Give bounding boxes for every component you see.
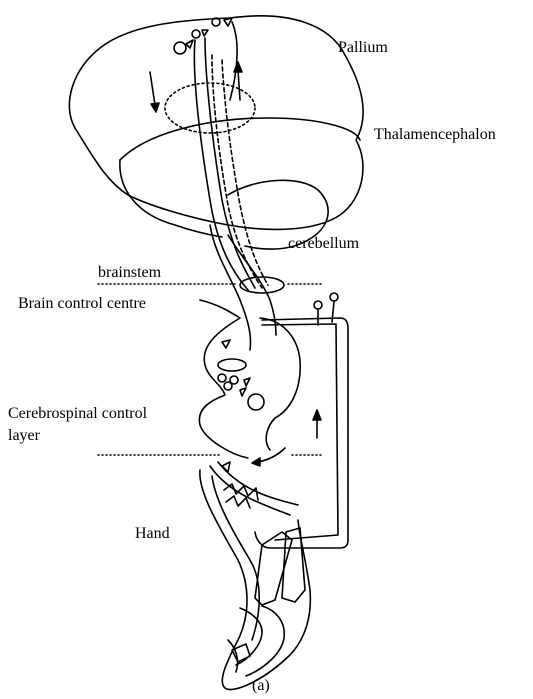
label-thalamencephalon: Thalamencephalon bbox=[374, 125, 496, 144]
descending-arrow-head bbox=[151, 103, 159, 112]
receptor-1 bbox=[314, 301, 322, 309]
ascending-arrow-head bbox=[234, 62, 242, 72]
label-cerebrospinal-line2: layer bbox=[8, 426, 40, 445]
motor-neuron-large bbox=[248, 394, 264, 410]
cortical-terminal-2 bbox=[202, 30, 208, 36]
figure-caption: (a) bbox=[252, 676, 270, 695]
descending-arrow bbox=[150, 72, 155, 105]
receptor-stalk-2 bbox=[332, 302, 334, 322]
tract-dashed-2 bbox=[222, 60, 268, 285]
receptor-2 bbox=[330, 293, 338, 301]
motor-output-head bbox=[252, 458, 260, 466]
spinal-neuron-a bbox=[218, 374, 226, 382]
thalamencephalon-outline bbox=[120, 118, 360, 160]
label-brainstem: brainstem bbox=[98, 263, 161, 282]
spinal-terminal-2 bbox=[240, 388, 246, 396]
brainstem-left-wall bbox=[210, 225, 251, 350]
label-cerebellum: cerebellum bbox=[288, 234, 359, 253]
spinal-outline-left bbox=[199, 300, 248, 458]
spinal-outline-right bbox=[260, 318, 300, 450]
label-brain-control-centre: Brain control centre bbox=[18, 294, 146, 313]
tendon-zigzag-2 bbox=[226, 496, 250, 508]
cortical-neuron-large bbox=[174, 42, 186, 54]
cortical-terminal-1 bbox=[186, 40, 193, 48]
motor-output-arrow bbox=[258, 448, 285, 462]
loop-ascending-head bbox=[313, 410, 321, 420]
cortical-terminal-3 bbox=[224, 18, 232, 26]
label-pallium: Pallium bbox=[338, 38, 388, 57]
ascending-arrow bbox=[238, 70, 240, 100]
spinal-terminal-1 bbox=[222, 340, 230, 348]
spinal-terminal-3 bbox=[244, 378, 250, 386]
cortical-fiber-a bbox=[230, 22, 237, 100]
feedback-loop-rect bbox=[255, 318, 348, 548]
cortical-neuron-2 bbox=[192, 30, 200, 38]
forearm-outer-left bbox=[200, 470, 311, 690]
spinal-neuron-c bbox=[230, 376, 238, 384]
label-cerebrospinal-line1: Cerebrospinal control bbox=[8, 404, 147, 423]
label-hand: Hand bbox=[135, 524, 170, 543]
spinal-ellipse bbox=[218, 359, 246, 371]
